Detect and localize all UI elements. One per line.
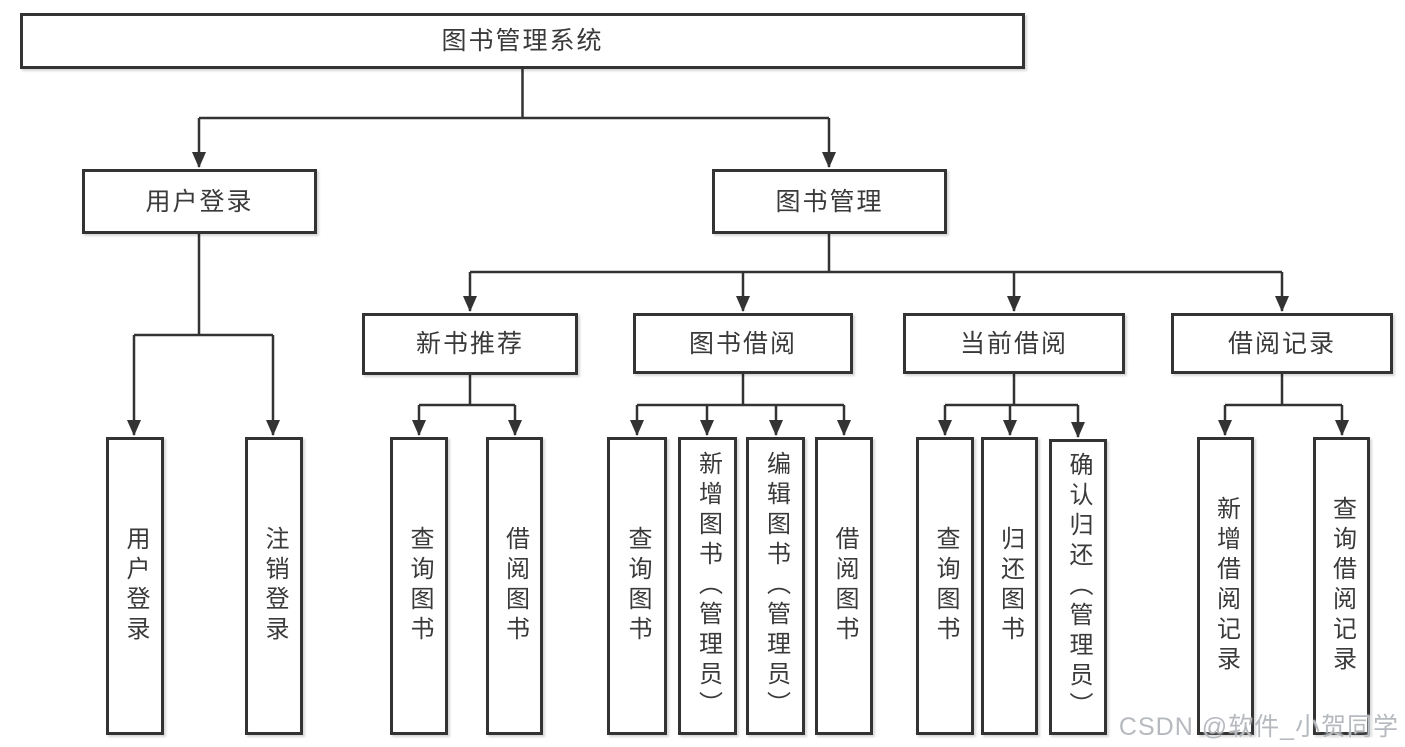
leaf-add-book-admin: 新增图书（管理员） [678, 437, 737, 735]
node-new-book-recommend: 新书推荐 [362, 313, 578, 375]
node-borrow-records: 借阅记录 [1171, 313, 1393, 374]
node-current-borrow: 当前借阅 [903, 313, 1125, 374]
leaf-add-borrow-record: 新增借阅记录 [1197, 437, 1254, 735]
leaf-logout: 注销登录 [245, 437, 303, 735]
leaf-current-query-books: 查询图书 [916, 437, 974, 735]
leaf-newbook-borrow-books: 借阅图书 [486, 437, 543, 735]
leaf-query-borrow-record: 查询借阅记录 [1313, 437, 1370, 735]
node-book-management: 图书管理 [712, 169, 947, 234]
leaf-newbook-query-books: 查询图书 [390, 437, 448, 735]
leaf-borrow-borrow-books: 借阅图书 [815, 437, 873, 735]
leaf-borrow-query-books: 查询图书 [607, 437, 667, 735]
node-user-login: 用户登录 [82, 169, 317, 234]
leaf-user-login: 用户登录 [106, 437, 164, 735]
node-root-system: 图书管理系统 [20, 13, 1025, 69]
leaf-confirm-return-admin: 确认归还（管理员） [1049, 439, 1107, 735]
node-book-borrow: 图书借阅 [633, 313, 853, 374]
leaf-return-book: 归还图书 [981, 437, 1038, 735]
leaf-edit-book-admin: 编辑图书（管理员） [746, 437, 805, 735]
